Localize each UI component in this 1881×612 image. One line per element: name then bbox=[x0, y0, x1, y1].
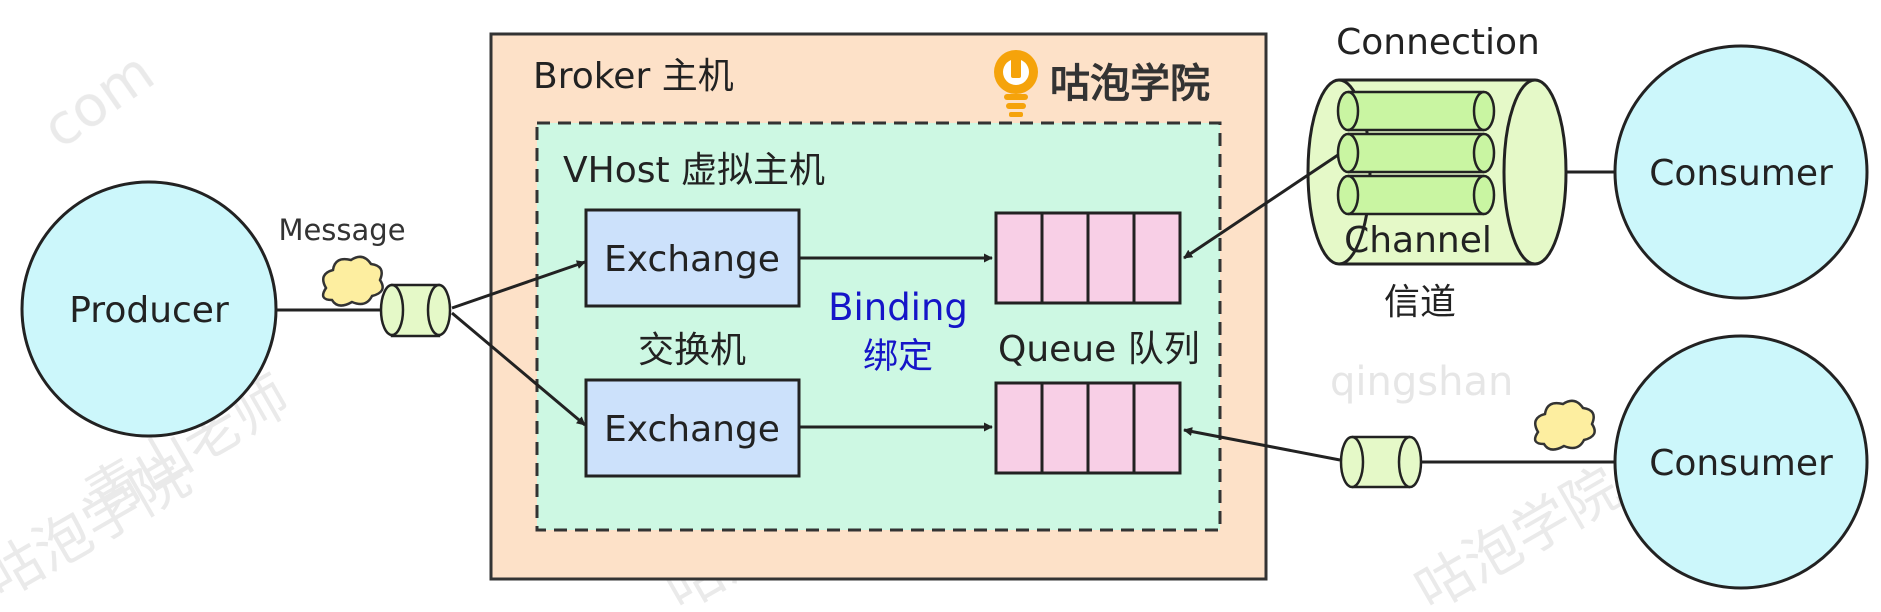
consumer-node bbox=[1613, 44, 1869, 300]
exchange-box bbox=[584, 378, 801, 478]
exchange-label: Exchange bbox=[604, 239, 780, 280]
arrow-to-exchange-1 bbox=[451, 260, 586, 310]
vhost-label: VHost 虚拟主机 bbox=[563, 150, 825, 191]
consumer-label: Consumer bbox=[1649, 443, 1833, 484]
binding-label: Binding bbox=[828, 286, 968, 329]
producer-label: Producer bbox=[69, 290, 229, 331]
lightbulb-icon bbox=[994, 50, 1038, 117]
consumer-channel-cylinder bbox=[1339, 435, 1423, 489]
queue-1 bbox=[994, 211, 1182, 305]
exchange-caption: 交换机 bbox=[638, 330, 746, 371]
queue-2 bbox=[994, 381, 1182, 475]
watermark-text: qingshan bbox=[1330, 359, 1513, 405]
broker-label: Broker 主机 bbox=[533, 56, 734, 97]
arrow-to-exchange-2 bbox=[451, 311, 586, 427]
connection-label: Connection bbox=[1336, 22, 1540, 63]
queue-label: Queue 队列 bbox=[998, 329, 1200, 370]
channel-pipes bbox=[1336, 90, 1496, 216]
arrow-channel-to-queue-2 bbox=[1183, 427, 1341, 462]
logo: 咕泡学院 bbox=[994, 50, 1210, 117]
binding-label-cn: 绑定 bbox=[863, 337, 933, 377]
producer-channel-cylinder bbox=[379, 283, 452, 338]
channel-caption: 信道 bbox=[1384, 282, 1456, 323]
exchange-label: Exchange bbox=[604, 409, 780, 450]
consumer-label: Consumer bbox=[1649, 153, 1833, 194]
arrow-channel-to-queue-1 bbox=[1183, 153, 1339, 260]
channel-label: Channel bbox=[1344, 220, 1492, 261]
message-cloud-icon bbox=[321, 255, 384, 307]
watermark-text: 咕泡学院 bbox=[1405, 456, 1631, 612]
message-cloud-icon bbox=[1533, 399, 1596, 451]
exchange-box bbox=[584, 208, 801, 308]
logo-text: 咕泡学院 bbox=[1050, 61, 1210, 107]
watermark-text: com bbox=[31, 40, 166, 162]
message-label: Message bbox=[278, 213, 405, 247]
consumer-node bbox=[1613, 334, 1869, 590]
